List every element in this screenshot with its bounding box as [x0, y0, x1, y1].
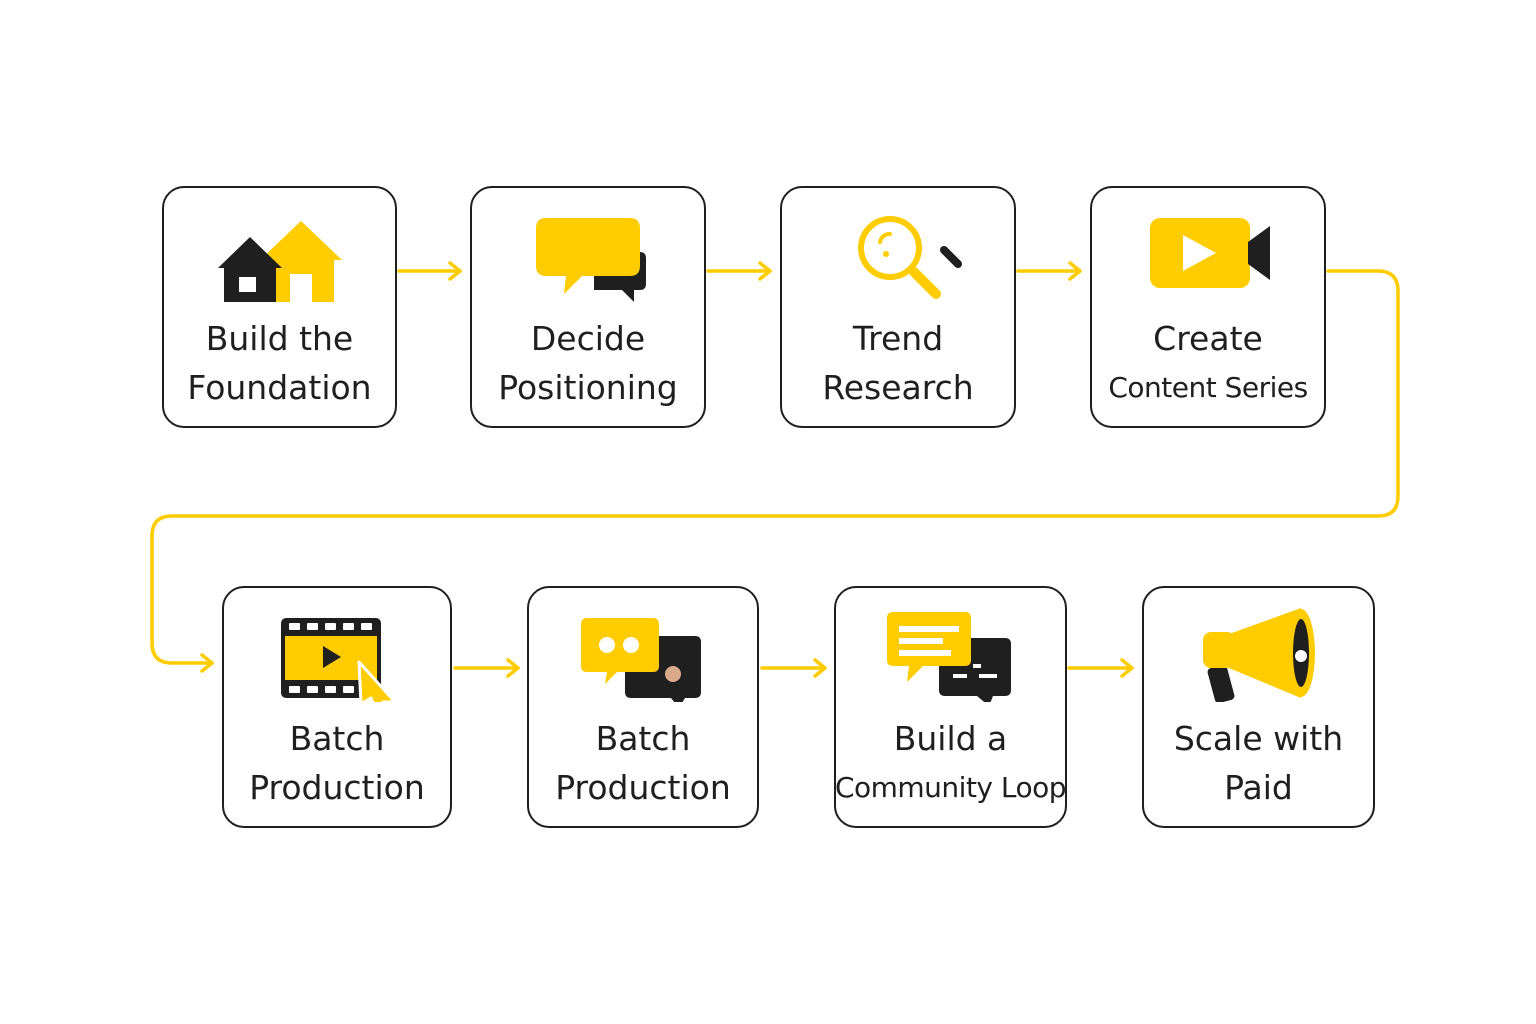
- chat-bubbles-icon: [581, 618, 701, 702]
- step-label: Decide Positioning: [498, 319, 678, 407]
- step-label: Create Content Series: [1108, 319, 1308, 404]
- speech-bubbles-icon: [536, 218, 646, 302]
- arrow-6-to-7: [760, 658, 827, 678]
- video-camera-icon: [1150, 218, 1270, 288]
- step-batch-production-chat: Batch Production: [527, 586, 759, 828]
- step-batch-production-film: Batch Production: [222, 586, 452, 828]
- step-label: Scale with Paid: [1173, 719, 1344, 807]
- step-label: Build the Foundation: [187, 319, 372, 407]
- step-label: Trend Research: [822, 319, 974, 407]
- magnifying-glass-icon: [858, 216, 962, 299]
- message-bubbles-icon: [886, 612, 1011, 702]
- step-scale-with-paid: Scale with Paid: [1142, 586, 1375, 828]
- arrow-2-to-3: [706, 261, 772, 281]
- arrow-7-to-8: [1067, 658, 1134, 678]
- house-icon: [217, 221, 342, 302]
- step-label: Batch Production: [249, 719, 425, 807]
- step-label: Batch Production: [555, 719, 731, 807]
- step-build-foundation: Build the Foundation: [162, 186, 397, 428]
- megaphone-icon: [1202, 608, 1315, 702]
- step-trend-research: Trend Research: [780, 186, 1016, 428]
- arrow-3-to-4: [1016, 261, 1082, 281]
- step-decide-positioning: Decide Positioning: [470, 186, 706, 428]
- arrow-4-to-5: [150, 269, 1400, 673]
- step-create-content-series: Create Content Series: [1090, 186, 1326, 428]
- step-community-loop: Build a Community Loop: [834, 586, 1067, 828]
- arrow-1-to-2: [397, 261, 462, 281]
- step-label: Build a Community Loop: [834, 719, 1067, 804]
- arrow-5-to-6: [453, 658, 520, 678]
- film-strip-cursor-icon: [281, 618, 397, 702]
